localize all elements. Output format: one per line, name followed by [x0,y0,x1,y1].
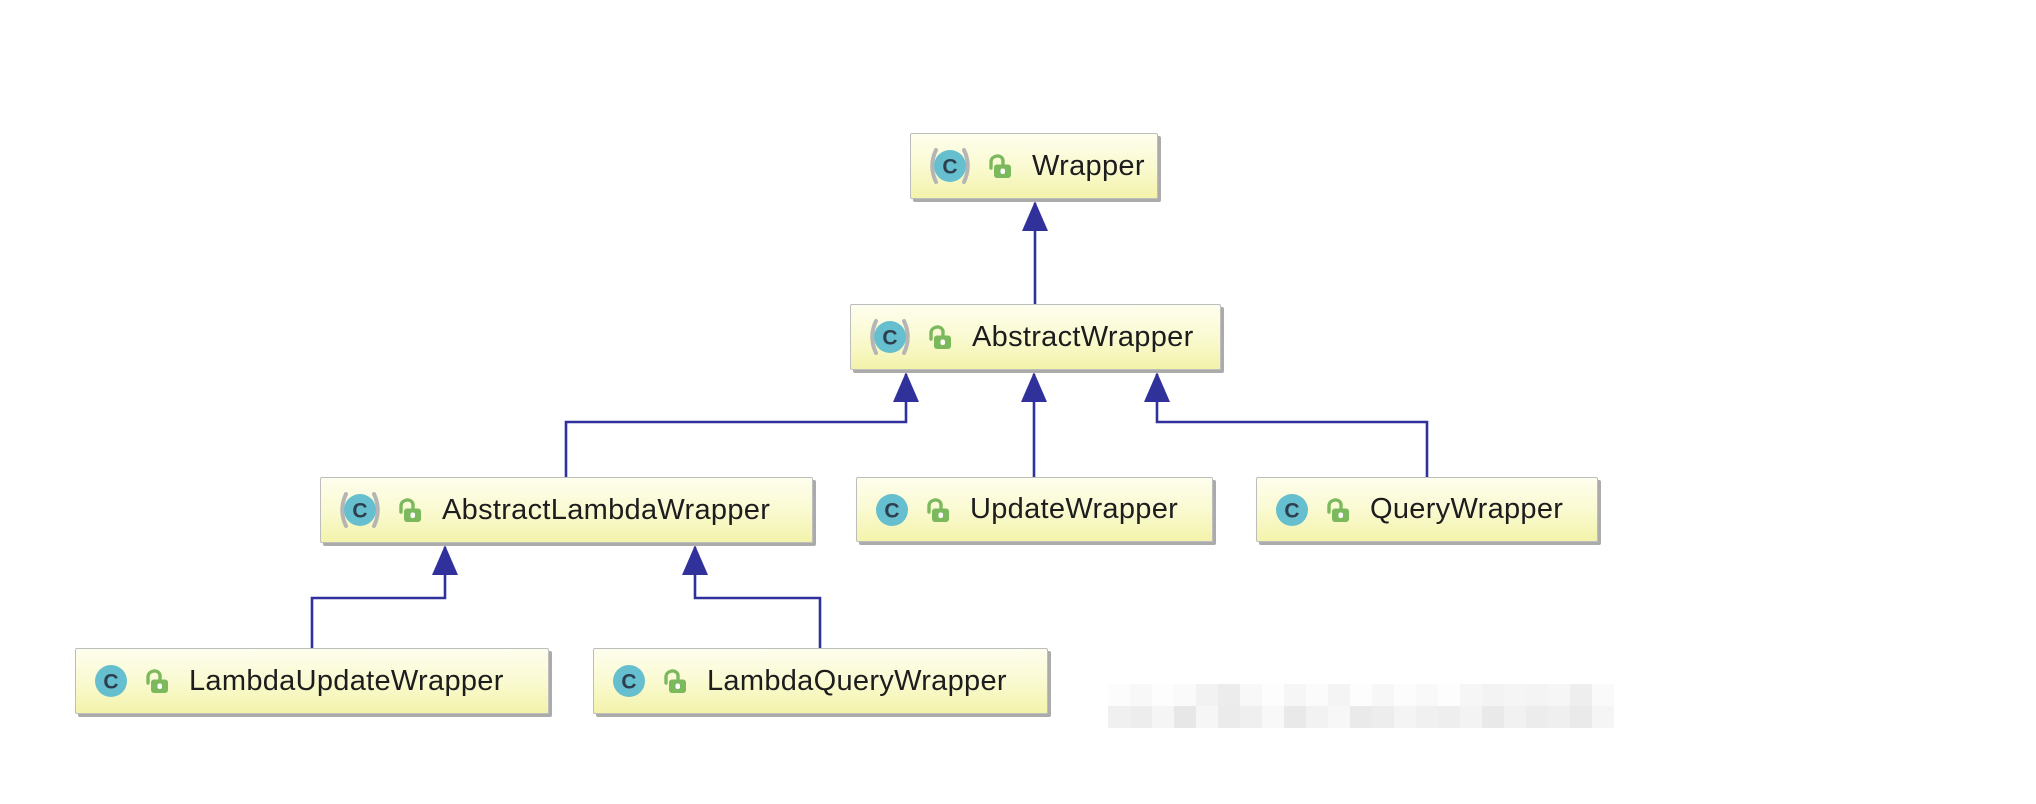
inheritance-edge-query-wrapper-to-abstract-wrapper [1144,372,1429,477]
abstract-class-icon: C [337,491,383,529]
watermark-pixel [1460,684,1482,706]
inheritance-edge-lambda-query-wrapper-to-abstract-lambda-wrapper [682,545,822,648]
watermark-pixel [1394,684,1416,706]
arrowhead-up-icon [432,545,458,575]
watermark-pixel [1108,684,1130,706]
class-name-label: AbstractWrapper [972,320,1194,353]
class-icon: C [610,662,648,700]
class-node-update-wrapper[interactable]: C UpdateWrapper [856,477,1213,542]
svg-text:C: C [884,499,899,522]
class-name-label: LambdaQueryWrapper [707,664,1007,697]
watermark-pixel [1526,706,1548,728]
arrowhead-up-icon [893,372,919,402]
public-visibility-lock-icon [986,151,1014,181]
svg-text:C: C [621,671,636,694]
arrowhead-up-icon [682,545,708,575]
class-node-query-wrapper[interactable]: C QueryWrapper [1256,477,1598,542]
watermark-pixel [1592,706,1614,728]
inheritance-edge-lambda-update-wrapper-to-abstract-lambda-wrapper [310,545,458,648]
watermark-pixel [1174,706,1196,728]
watermark-pixel [1570,684,1592,706]
watermark-pixel [1284,706,1306,728]
watermark-pixel [1482,706,1504,728]
class-name-label: QueryWrapper [1370,493,1564,525]
watermark-pixel [1108,706,1130,728]
watermark-pixel [1504,706,1526,728]
watermark-pixel [1306,684,1328,706]
class-name-label: UpdateWrapper [970,493,1179,525]
watermark-pixel [1218,706,1240,728]
class-icon: C [92,662,130,700]
watermark-pixel [1218,684,1240,706]
arrowhead-up-icon [1144,372,1170,402]
class-node-wrapper[interactable]: C Wrapper [910,133,1158,199]
watermark-pixel [1328,706,1350,728]
public-visibility-lock-icon [396,495,424,525]
watermark-pixel [1592,684,1614,706]
watermark-pixel [1372,684,1394,706]
watermark-pixel [1504,684,1526,706]
watermark-pixel [1570,706,1592,728]
inheritance-edge-abstract-wrapper-to-wrapper [1022,201,1048,304]
watermark-pixel [1130,684,1152,706]
watermark-pixel [1416,684,1438,706]
watermark-pixel [1262,684,1284,706]
class-node-lambda-query-wrapper[interactable]: C LambdaQueryWrapper [593,648,1048,714]
svg-text:C: C [882,327,897,350]
class-icon: C [1273,491,1311,529]
watermark-pixel [1438,684,1460,706]
watermark-pixel [1196,706,1218,728]
watermark-pixel [1240,684,1262,706]
class-name-label: LambdaUpdateWrapper [189,664,504,697]
public-visibility-lock-icon [926,322,954,352]
class-node-abstract-lambda-wrapper[interactable]: C AbstractLambdaWrapper [320,477,813,543]
watermark-pixel [1548,706,1570,728]
arrowhead-up-icon [1022,201,1048,231]
watermark-pixel [1240,706,1262,728]
watermark-pixel [1152,706,1174,728]
svg-text:C: C [942,156,957,179]
public-visibility-lock-icon [661,666,689,696]
watermark-pixel [1482,684,1504,706]
watermark-pixel [1130,706,1152,728]
class-icon: C [873,491,911,529]
watermark-pixel [1394,706,1416,728]
watermark-pixel [1372,706,1394,728]
svg-text:C: C [103,671,118,694]
watermark-pixel [1548,684,1570,706]
inheritance-edge-abstract-lambda-wrapper-to-abstract-wrapper [564,372,919,477]
class-name-label: AbstractLambdaWrapper [442,493,771,526]
abstract-class-icon: C [867,318,913,356]
abstract-class-icon: C [927,147,973,185]
class-node-lambda-update-wrapper[interactable]: C LambdaUpdateWrapper [75,648,549,714]
svg-text:C: C [1284,499,1299,522]
watermark-pixel [1460,706,1482,728]
inheritance-edge-update-wrapper-to-abstract-wrapper [1021,372,1047,477]
public-visibility-lock-icon [143,666,171,696]
class-name-label: Wrapper [1032,149,1145,182]
watermark-pixel [1438,706,1460,728]
public-visibility-lock-icon [924,495,952,525]
watermark-pixel [1152,684,1174,706]
watermark-pixel [1262,706,1284,728]
watermark-pixel [1350,706,1372,728]
watermark-pixel [1328,684,1350,706]
arrowhead-up-icon [1021,372,1047,402]
watermark-pixel [1416,706,1438,728]
watermark-pixel [1284,684,1306,706]
watermark-pixel [1350,684,1372,706]
blurred-watermark [1108,684,1614,728]
class-node-abstract-wrapper[interactable]: C AbstractWrapper [850,304,1221,370]
watermark-pixel [1526,684,1548,706]
watermark-pixel [1196,684,1218,706]
svg-text:C: C [352,500,367,523]
watermark-pixel [1306,706,1328,728]
public-visibility-lock-icon [1324,495,1352,525]
watermark-pixel [1174,684,1196,706]
